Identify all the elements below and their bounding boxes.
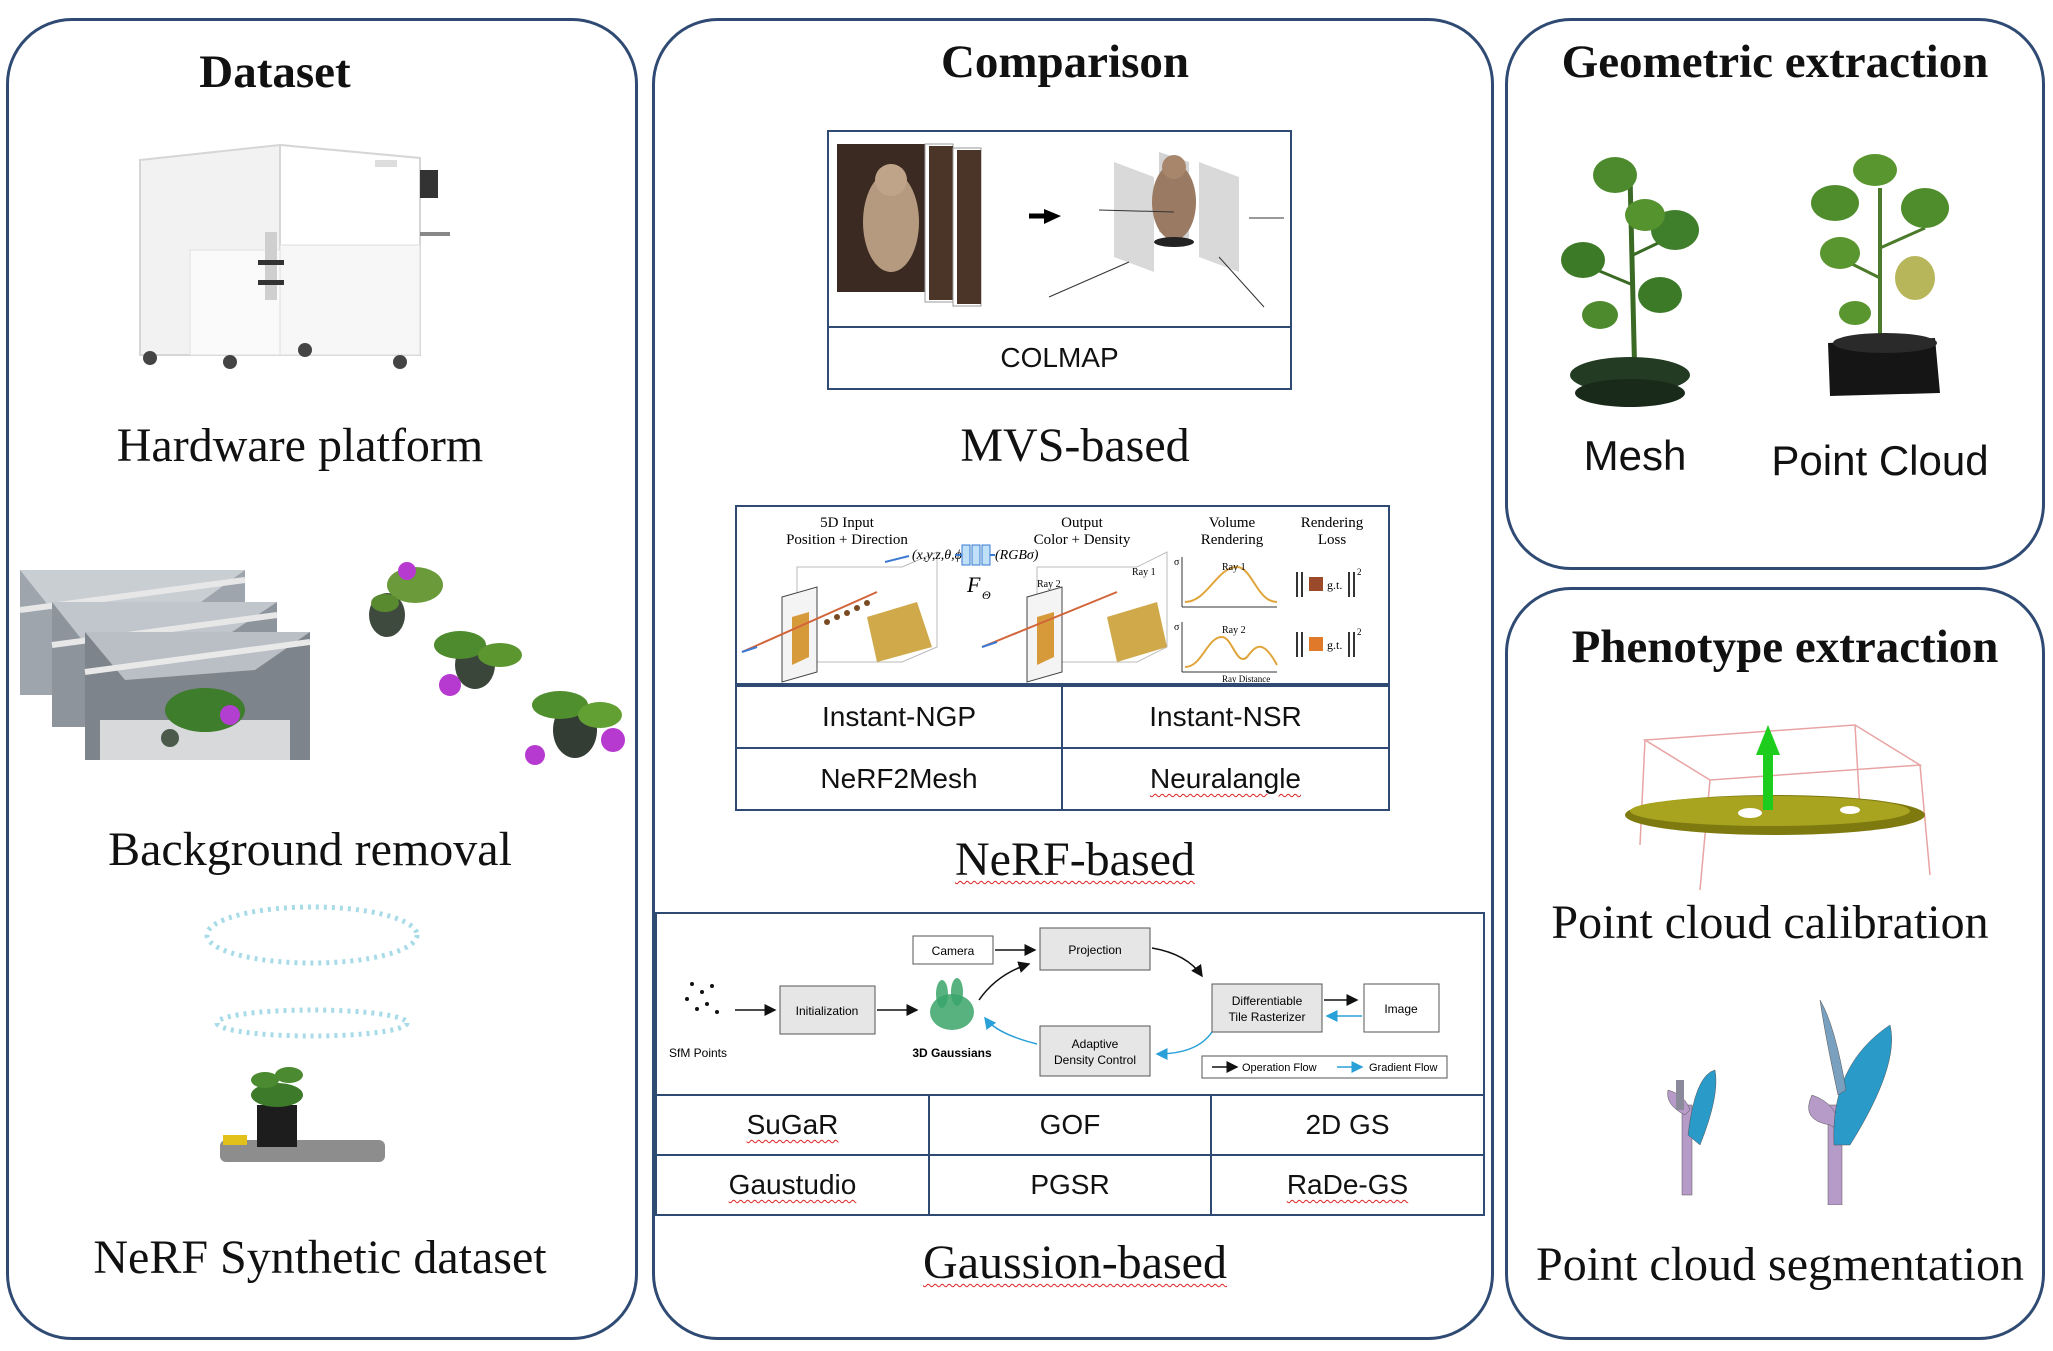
nerf-cube-ray2: Ray 2 — [1037, 579, 1061, 590]
pointcloud-plant-image — [1811, 154, 1949, 396]
nerf-synthetic-caption-text: NeRF Synthetic dataset — [93, 1231, 547, 1284]
hardware-platform-image — [139, 143, 450, 369]
nerf-loss-title: Rendering — [1301, 515, 1364, 531]
segmentation-caption: Point cloud segmentation — [1536, 1238, 2024, 1291]
colmap-method-label: COLMAP — [827, 326, 1292, 390]
gaussian-pipeline-figure: SfM Points Initialization 3D Gaussians C… — [669, 927, 1448, 1079]
nerf-sigma-1: σ — [1174, 557, 1180, 568]
mesh-label: Mesh — [1583, 432, 1687, 479]
gs-differentiable: Differentiable — [1232, 994, 1303, 1008]
gs-method-rade-gs-text: RaDe-GS — [1286, 1169, 1409, 1200]
gaussian-caption-text: Gaussion-based — [923, 1236, 1227, 1289]
geometric-panel — [1505, 18, 2045, 570]
gs-method-sugar: SuGaR — [655, 1094, 930, 1156]
gs-method-gaustudio: Gaustudio — [655, 1154, 930, 1216]
comparison-title: Comparison — [940, 36, 1190, 88]
nerf-output-sub: Color + Density — [1034, 532, 1131, 548]
mvs-caption: MVS-based — [960, 419, 1190, 472]
segmented-plants — [369, 562, 625, 765]
nerf-output-title: Output — [1061, 515, 1104, 531]
nerf-method-neuralangle: Neuralangle — [1061, 747, 1390, 811]
nerf-plot-ray2: Ray 2 — [1222, 625, 1246, 636]
gs-density-control: Density Control — [1054, 1053, 1136, 1067]
nerf-method-nerf2mesh: NeRF2Mesh — [735, 747, 1063, 811]
phenotype-panel — [1505, 587, 2045, 1340]
mesh-plant-image — [1561, 157, 1699, 407]
gs-method-pgsr: PGSR — [928, 1154, 1212, 1216]
gs-method-gaustudio-text: Gaustudio — [728, 1169, 857, 1200]
calibration-image — [1625, 724, 1931, 891]
nerf-volume-sub: Rendering — [1201, 532, 1264, 548]
nerf-gt-1: g.t. — [1327, 578, 1342, 592]
gs-method-rade-gs: RaDe-GS — [1210, 1154, 1485, 1216]
nerf-cube-ray1: Ray 1 — [1132, 567, 1156, 578]
gs-sfm-points: SfM Points — [669, 1046, 727, 1060]
nerf-synthetic-image — [204, 904, 420, 1162]
nerf-input-title: 5D Input — [820, 515, 875, 531]
dataset-title: Dataset — [199, 46, 351, 98]
nerf-method-instant-nsr: Instant-NSR — [1061, 685, 1390, 749]
nerf-caption-text: NeRF-based — [955, 833, 1195, 886]
nerf-figure-frame — [735, 505, 1390, 685]
hardware-caption: Hardware platform — [116, 419, 484, 472]
nerf-loss-sub: Loss — [1318, 532, 1347, 548]
nerf-synthetic-caption: NeRF Synthetic dataset — [40, 1230, 600, 1285]
nerf-sq-1: 2 — [1357, 567, 1362, 577]
gs-tile-rasterizer: Tile Rasterizer — [1229, 1010, 1306, 1024]
gs-3d-gaussians: 3D Gaussians — [912, 1046, 992, 1060]
nerf-pipeline-figure: 5D Input Position + Direction Output Col… — [741, 515, 1364, 683]
nerf-sigma-2: σ — [1174, 622, 1180, 633]
background-removal-caption: Background removal — [108, 823, 512, 876]
phenotype-title: Phenotype extraction — [1571, 621, 1999, 673]
nerf-input-sub: Position + Direction — [786, 532, 908, 548]
calibration-caption: Point cloud calibration — [1551, 896, 1989, 949]
nerf-theta-label: Θ — [982, 588, 991, 602]
gs-method-sugar-text: SuGaR — [746, 1109, 839, 1140]
nerf-gt-2: g.t. — [1327, 638, 1342, 652]
gs-gradient-flow: Gradient Flow — [1369, 1062, 1438, 1074]
gs-method-gof: GOF — [928, 1094, 1212, 1156]
segmentation-image — [1667, 999, 1892, 1205]
nerf-volume-title: Volume — [1209, 515, 1256, 531]
gs-camera: Camera — [932, 944, 975, 958]
gaussian-caption: Gaussion-based — [850, 1235, 1300, 1290]
nerf-plot-ray1: Ray 1 — [1222, 562, 1246, 573]
colmap-figure — [837, 143, 1284, 308]
pointcloud-label: Point Cloud — [1771, 437, 1989, 484]
background-removal-frames — [20, 570, 310, 760]
nerf-caption: NeRF-based — [880, 832, 1270, 887]
nerf-sq-2: 2 — [1357, 627, 1362, 637]
nerf-f-label: F — [966, 572, 981, 597]
geometric-title: Geometric extraction — [1561, 36, 1989, 88]
nerf-method-neuralangle-text: Neuralangle — [1150, 763, 1301, 794]
gs-adaptive: Adaptive — [1072, 1037, 1119, 1051]
gs-image: Image — [1384, 1002, 1418, 1016]
nerf-ray-distance: Ray Distance — [1222, 674, 1270, 683]
nerf-rgb-label: (RGBσ) — [995, 548, 1039, 563]
gs-operation-flow: Operation Flow — [1242, 1062, 1317, 1074]
gs-method-2dgs: 2D GS — [1210, 1094, 1485, 1156]
gs-projection: Projection — [1068, 943, 1121, 957]
gs-initialization: Initialization — [796, 1004, 859, 1018]
nerf-method-instant-ngp: Instant-NGP — [735, 685, 1063, 749]
nerf-xyz-label: (x,y,z,θ,ϕ) — [912, 548, 967, 563]
